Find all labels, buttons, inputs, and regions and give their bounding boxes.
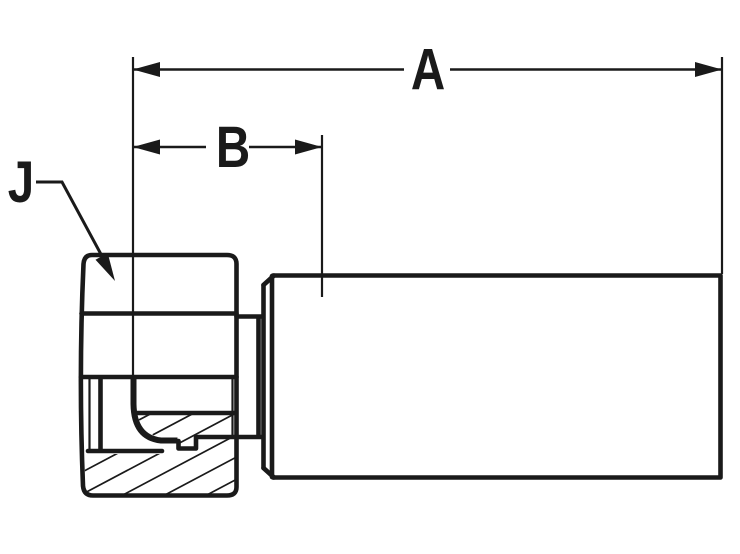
leader-j: J — [8, 151, 115, 281]
dim-b-arrow-left — [133, 139, 160, 155]
nut-cavity-step — [176, 434, 239, 451]
dim-a-arrow-right — [695, 62, 722, 77]
shell — [261, 273, 723, 480]
shell-outline — [270, 273, 723, 480]
leader-j-label: J — [8, 151, 34, 216]
dim-b-label: B — [216, 116, 250, 181]
dim-b-arrow-right — [295, 139, 322, 155]
dim-a-label: A — [411, 38, 445, 103]
nut — [78, 252, 239, 498]
collar — [234, 314, 265, 440]
dim-a-arrow-left — [133, 62, 160, 77]
dimension-b: B — [133, 116, 324, 297]
nut-outline — [78, 252, 239, 498]
nut-seat-hook — [130, 379, 178, 444]
leader-j-arrow — [95, 253, 115, 281]
leader-j-line — [36, 180, 105, 259]
collar-outline — [234, 314, 265, 440]
dimension-a: A — [131, 38, 724, 377]
